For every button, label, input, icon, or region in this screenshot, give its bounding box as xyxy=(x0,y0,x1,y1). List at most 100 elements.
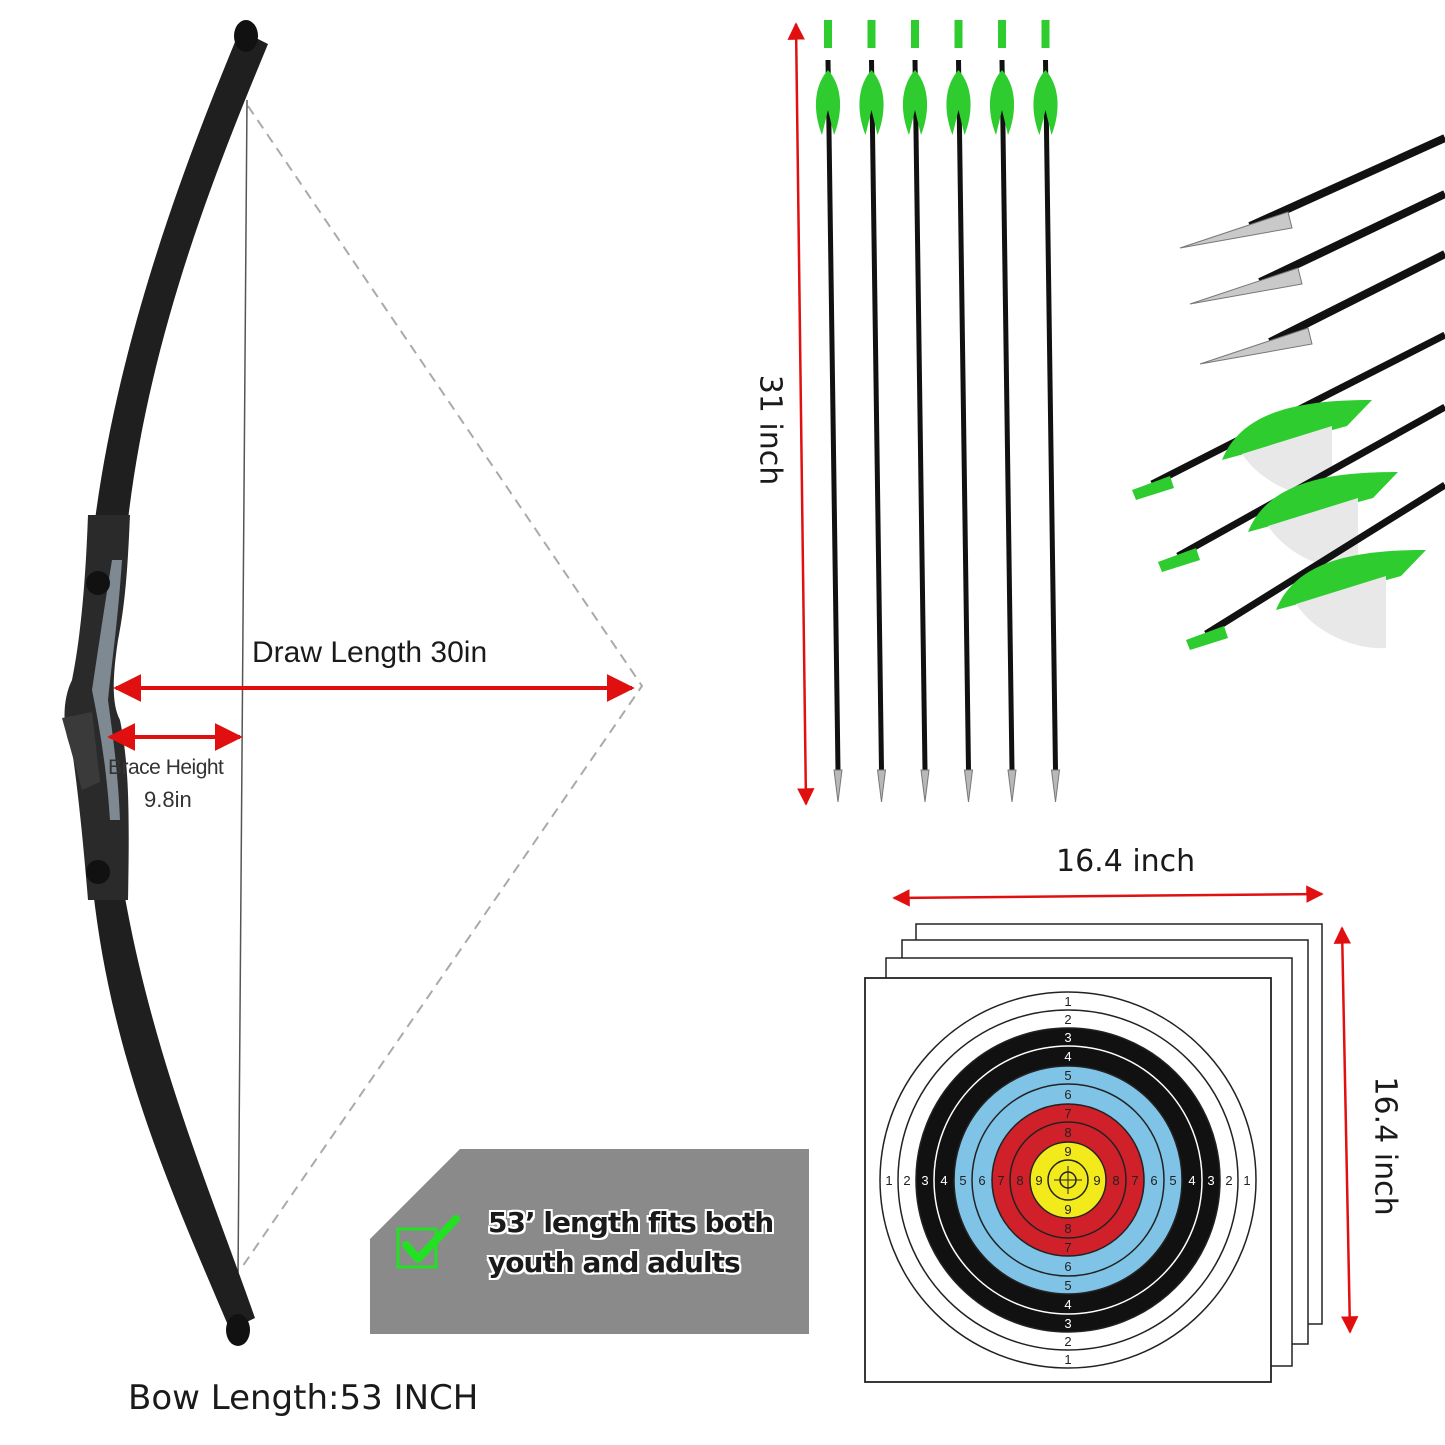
target-ring-number: 9 xyxy=(1093,1173,1100,1188)
limb-bolt-lower xyxy=(86,860,110,884)
arrow-fletch-white xyxy=(1296,576,1386,649)
arrow-point xyxy=(1189,267,1303,305)
target-ring-number: 8 xyxy=(1016,1173,1023,1188)
target-ring-number: 6 xyxy=(1150,1173,1157,1188)
target-ring-number: 8 xyxy=(1064,1125,1071,1140)
arrow-point xyxy=(1050,769,1061,803)
arrow xyxy=(989,20,1017,803)
arrow xyxy=(902,20,930,803)
target-ring-number: 6 xyxy=(1064,1087,1071,1102)
arrow-fletch xyxy=(1222,400,1372,460)
target-ring-number: 5 xyxy=(1064,1068,1071,1083)
bow-lower-tip xyxy=(226,1314,250,1346)
arrow-length-dimension-line xyxy=(787,22,815,806)
arrow-fletched-end xyxy=(1132,331,1445,500)
arrow-point xyxy=(963,769,974,803)
arrow-fletch xyxy=(1276,550,1426,610)
target-ring-number: 6 xyxy=(978,1173,985,1188)
target-ring-number: 4 xyxy=(1188,1173,1195,1188)
arrow-length-label: 31 inch xyxy=(752,374,788,486)
arrow-shaft xyxy=(1248,134,1445,230)
arrow-fletch xyxy=(1248,472,1398,532)
bow-illustration xyxy=(62,20,644,1346)
target-ring-number: 2 xyxy=(903,1173,910,1188)
arrow xyxy=(859,20,887,803)
arrow-point xyxy=(920,769,930,803)
arrow-point xyxy=(1007,769,1017,803)
arrow-shaft xyxy=(825,59,841,771)
arrow-fletched-end xyxy=(1186,482,1445,650)
arrow-fletch-left xyxy=(815,70,828,135)
arrow-nock xyxy=(911,20,919,48)
target-ring-number: 9 xyxy=(1035,1173,1042,1188)
target-ring-number: 9 xyxy=(1064,1202,1071,1217)
target-width-dimension-line xyxy=(892,885,1324,907)
arrow-shaft xyxy=(1043,59,1058,771)
target-height-label: 16.4 inch xyxy=(1367,1076,1403,1216)
target-ring-number: 2 xyxy=(1225,1173,1232,1188)
target-width-label: 16.4 inch xyxy=(1056,844,1196,879)
arrow xyxy=(946,20,974,803)
target-ring-number: 7 xyxy=(1131,1173,1138,1188)
arrow-fletch-right xyxy=(828,70,841,135)
arrow-shaft xyxy=(999,59,1015,771)
banner-line-1: 53’ length fits both xyxy=(488,1206,774,1239)
banner-line-2: youth and adults xyxy=(488,1246,741,1279)
target-ring-number: 8 xyxy=(1112,1173,1119,1188)
arrow-shaft xyxy=(869,59,884,771)
arrow-fletch-left xyxy=(859,70,872,135)
arrow-shaft xyxy=(956,59,971,771)
arrow-fletch-right xyxy=(1045,70,1058,135)
arrow-tip-end xyxy=(1179,134,1445,249)
target-ring-number: 1 xyxy=(885,1173,892,1188)
banner-text: 53’ length fits both youth and adults xyxy=(488,1203,798,1283)
target-ring-number: 7 xyxy=(1064,1240,1071,1255)
arrow-shaft xyxy=(1204,482,1445,637)
arrow-fletch-left xyxy=(1033,70,1046,135)
arrow-point xyxy=(1179,211,1293,249)
arrow-shaft xyxy=(912,59,928,771)
target-ring-number: 4 xyxy=(940,1173,947,1188)
bow-riser-highlight xyxy=(92,560,122,820)
target-ring-number: 1 xyxy=(1064,1352,1071,1367)
checkmark-icon xyxy=(396,1215,460,1269)
limb-bolt-upper xyxy=(86,571,110,595)
arrow-fletch-left xyxy=(989,70,1002,135)
target-ring-number: 4 xyxy=(1064,1049,1071,1064)
target-ring-number: 6 xyxy=(1064,1259,1071,1274)
arrow-fletch-right xyxy=(915,70,928,135)
brace-height-value: 9.8in xyxy=(144,787,192,812)
arrow-tip-end xyxy=(1199,250,1445,365)
target-ring-number: 1 xyxy=(1243,1173,1250,1188)
arrow-point xyxy=(833,769,843,803)
bow-upper-limb xyxy=(95,30,268,520)
target-ring-number: 2 xyxy=(1064,1012,1071,1027)
target-ring-number: 3 xyxy=(921,1173,928,1188)
arrow-fletch-right xyxy=(1002,70,1015,135)
target-ring-number: 5 xyxy=(1064,1278,1071,1293)
target-ring-number: 4 xyxy=(1064,1297,1071,1312)
bow-lower-limb xyxy=(92,880,255,1330)
target-ring-number: 5 xyxy=(959,1173,966,1188)
target-ring-number: 2 xyxy=(1064,1334,1071,1349)
arrow-nock xyxy=(1041,20,1050,48)
arrow-nock xyxy=(998,20,1006,48)
arrow xyxy=(1033,20,1061,803)
arrow-set-vertical xyxy=(787,20,1061,806)
target-ring-number: 5 xyxy=(1169,1173,1176,1188)
arrow-fletch-left xyxy=(902,70,915,135)
bow-grip xyxy=(62,712,100,790)
bow-upper-tip xyxy=(234,20,258,52)
target-ring-number: 7 xyxy=(1064,1106,1071,1121)
arrow-nock xyxy=(1132,476,1174,500)
target-ring-number: 3 xyxy=(1064,1316,1071,1331)
arrow xyxy=(815,20,843,803)
arrow-shaft xyxy=(1268,250,1445,346)
arrow-fletch-left xyxy=(946,70,959,135)
arrow-fletch-right xyxy=(871,70,884,135)
arrow-nock xyxy=(1186,626,1228,650)
arrow-point xyxy=(1199,327,1313,365)
